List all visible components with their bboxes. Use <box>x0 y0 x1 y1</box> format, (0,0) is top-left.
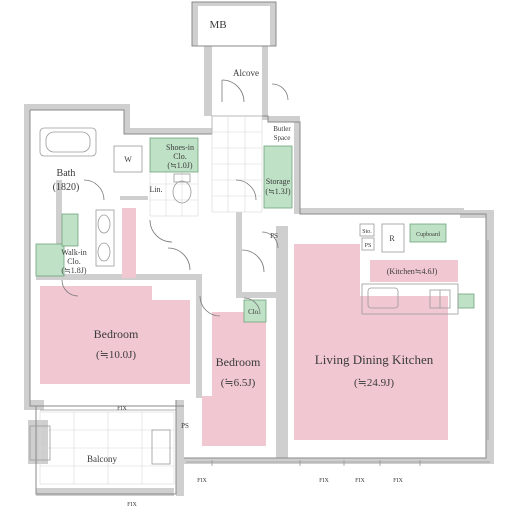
label-bedroom-2: Bedroom <box>216 355 261 369</box>
label-storage: Storage <box>266 177 291 186</box>
label-bedroom-2-size: (≒6.5J) <box>221 377 256 389</box>
tile-floor <box>39 115 263 485</box>
label-lin: Lin. <box>149 185 162 194</box>
label-walkin-2: Clo. <box>67 257 81 266</box>
label-balcony: Balcony <box>87 454 117 464</box>
storage-areas <box>35 137 475 323</box>
label-bath: Bath <box>57 168 76 179</box>
label-w: W <box>124 155 132 164</box>
label-shoes-1: Shoes-in <box>166 143 194 152</box>
doors <box>61 79 289 317</box>
wall-outlines <box>29 1 487 495</box>
label-fix-1: FIX <box>117 406 127 412</box>
label-ps-1: PS <box>270 232 278 240</box>
label-butler-2: Space <box>274 134 291 142</box>
label-fix-5: FIX <box>393 478 403 484</box>
window-marks <box>40 240 490 466</box>
label-bedroom-1: Bedroom <box>94 327 139 341</box>
label-ldk: Living Dining Kitchen <box>315 352 434 367</box>
label-shoes-size: (≒1.0J) <box>167 161 192 170</box>
label-ps-2: PS <box>365 243 372 249</box>
label-alcove: Alcove <box>233 68 259 78</box>
room-labels: MB Alcove Butler Space Shoes-in Clo. (≒1… <box>53 19 440 508</box>
label-fix-4: FIX <box>355 478 365 484</box>
label-bedroom-1-size: (≒10.0J) <box>96 349 136 361</box>
floor-highlights <box>40 208 458 446</box>
label-shoes-2: Clo. <box>173 152 187 161</box>
label-sto: Sto. <box>362 229 372 235</box>
label-cupboard: Cupboard <box>416 232 440 238</box>
label-fix-6: FIX <box>127 502 137 508</box>
fixtures <box>29 127 459 465</box>
label-bath-size: (1820) <box>53 182 80 193</box>
label-r: R <box>389 234 395 243</box>
label-mb: MB <box>209 19 226 31</box>
label-clo: Clo. <box>248 308 260 316</box>
label-storage-size: (≒1.3J) <box>265 187 290 196</box>
label-fix-2: FIX <box>197 478 207 484</box>
label-ldk-size: (≒24.9J) <box>354 377 394 389</box>
label-walkin-size: (≒1.8J) <box>61 266 86 275</box>
label-butler-1: Butler <box>273 125 291 133</box>
label-fix-3: FIX <box>319 478 329 484</box>
label-kitchen: (Kitchen≒4.6J) <box>387 267 438 276</box>
label-ps-3: PS <box>181 422 189 430</box>
label-walkin-1: Walk-in <box>61 248 87 257</box>
